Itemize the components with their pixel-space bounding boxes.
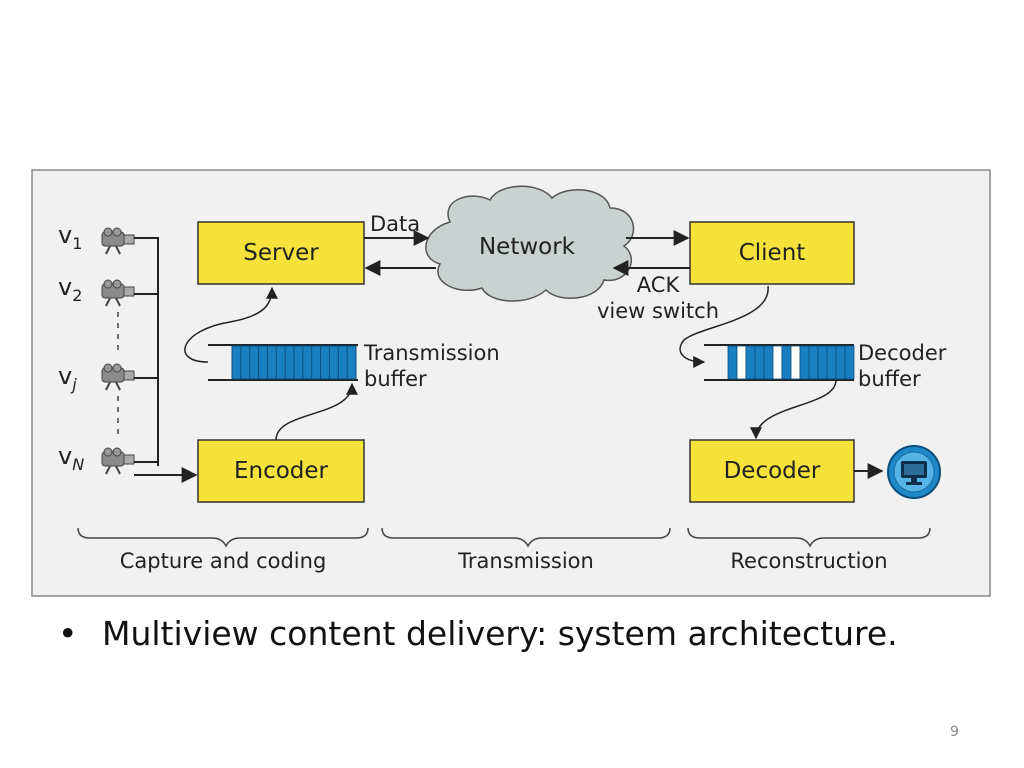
- network-cloud: Network: [425, 185, 635, 302]
- bullet-marker: •: [58, 614, 78, 653]
- view-switch-label: view switch: [597, 299, 719, 323]
- server-label: Server: [243, 240, 319, 266]
- view-label-n: vN: [58, 442, 84, 474]
- buffer-slot: [790, 345, 801, 380]
- transmission-buffer: [208, 344, 358, 381]
- camera-icon: [101, 227, 135, 255]
- decoder-label: Decoder: [724, 458, 821, 484]
- view-label-2: v2: [58, 273, 82, 305]
- buffer-slot: [844, 345, 855, 380]
- buffer-slot: [745, 345, 756, 380]
- stage-brace-capture: [77, 527, 369, 548]
- encoder-box: Encoder: [197, 439, 365, 503]
- encoder-label: Encoder: [234, 458, 329, 484]
- buffer-slot: [763, 345, 774, 380]
- stage-label-transmission: Transmission: [457, 549, 594, 573]
- monitor-icon: [887, 445, 941, 499]
- transmission-buffer-label-2: buffer: [364, 367, 427, 391]
- buffer-slot: [826, 345, 837, 380]
- buffer-slot: [754, 345, 765, 380]
- buffer-slot: [781, 345, 792, 380]
- buffer-slot: [808, 345, 819, 380]
- decoder-buffer: [704, 344, 855, 381]
- camera-icon: [101, 363, 135, 391]
- transmission-buffer-label-1: Transmission: [363, 341, 500, 365]
- decoder-box: Decoder: [689, 439, 855, 503]
- buffer-slot: [817, 345, 828, 380]
- buffer-slot: [727, 345, 738, 380]
- buffer-slot: [799, 345, 810, 380]
- camera-bus: [134, 237, 159, 466]
- buffer-to-server-arrow: [184, 286, 278, 363]
- client-box: Client: [689, 221, 855, 285]
- client-label: Client: [739, 240, 806, 266]
- ack-label: ACK: [637, 273, 681, 297]
- decoder-buffer-label-2: buffer: [858, 367, 921, 391]
- network-label: Network: [479, 234, 576, 260]
- buffer-slot: [736, 345, 747, 380]
- page-number: 9: [950, 724, 959, 740]
- client-to-buffer-arrow: [679, 285, 769, 368]
- server-box: Server: [197, 221, 365, 285]
- stage-brace-reconstruction: [687, 527, 931, 548]
- stage-label-reconstruction: Reconstruction: [730, 549, 887, 573]
- stage-brace-transmission: [381, 527, 671, 548]
- view-label-1: v1: [58, 221, 82, 253]
- camera-icon: [101, 279, 135, 307]
- decoder-buffer-label-1: Decoder: [858, 341, 947, 365]
- stage-label-capture: Capture and coding: [120, 549, 327, 573]
- camera-icon: [101, 447, 135, 475]
- buffer-to-decoder-arrow: [750, 379, 837, 440]
- encoder-to-buffer-arrow: [275, 382, 358, 441]
- view-label-j: vj: [58, 362, 77, 394]
- bullet-item: • Multiview content delivery: system arch…: [58, 614, 898, 653]
- bullet-text: Multiview content delivery: system archi…: [102, 614, 898, 653]
- data-label: Data: [370, 212, 420, 236]
- buffer-slot: [835, 345, 846, 380]
- buffer-slot: [772, 345, 783, 380]
